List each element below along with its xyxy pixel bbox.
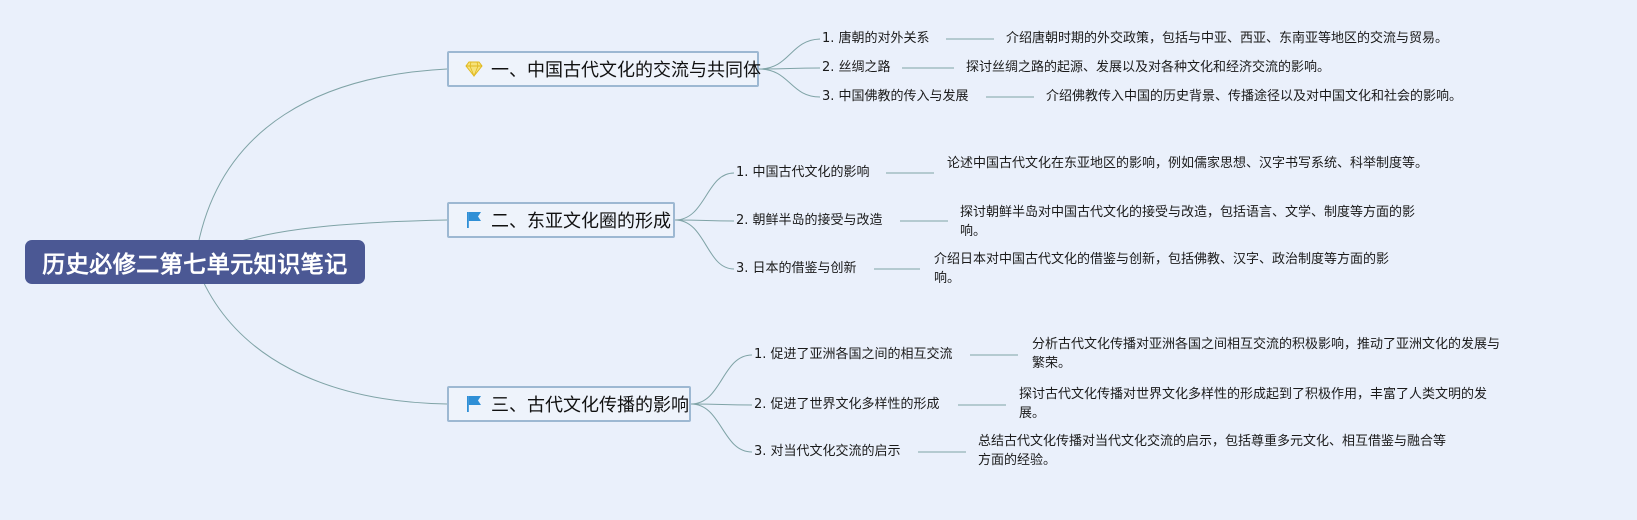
branch-label: 一、中国古代文化的交流与共同体 <box>491 60 761 81</box>
sub-item[interactable]: 2. 促进了世界文化多样性的形成 <box>754 397 940 412</box>
branch-1-child-3-connector <box>758 68 821 98</box>
branch-2-child-1-connector <box>674 172 735 221</box>
sub-item[interactable]: 1. 中国古代文化的影响 <box>736 165 870 180</box>
branch-3-child-2-connector <box>690 403 753 406</box>
sub-item[interactable]: 2. 朝鲜半岛的接受与改造 <box>736 213 883 228</box>
sub-item-description: 介绍日本对中国古代文化的借鉴与创新，包括佛教、汉字、政治制度等方面的影响。 <box>934 252 1390 286</box>
sub-item-description: 介绍唐朝时期的外交政策，包括与中亚、西亚、东南亚等地区的交流与贸易。 <box>1006 31 1449 46</box>
root-node[interactable]: 历史必修二第七单元知识笔记 <box>25 240 365 284</box>
sub-item[interactable]: 3. 对当代文化交流的启示 <box>754 444 901 459</box>
root-to-branch-3-connector <box>194 261 448 405</box>
sub-item-description: 总结古代文化传播对当代文化交流的启示，包括尊重多元文化、相互借鉴与融合等方面的经… <box>978 434 1447 468</box>
flag-icon <box>465 209 483 231</box>
sub-item-description: 探讨丝绸之路的起源、发展以及对各种文化和经济交流的影响。 <box>966 60 1331 75</box>
sub-item-description: 论述中国古代文化在东亚地区的影响，例如儒家思想、汉字书写系统、科举制度等。 <box>947 156 1429 171</box>
sub-item[interactable]: 3. 中国佛教的传入与发展 <box>822 89 969 104</box>
sub-item-description: 介绍佛教传入中国的历史背景、传播途径以及对中国文化和社会的影响。 <box>1046 89 1463 104</box>
flag-icon <box>465 393 483 415</box>
sub-item[interactable]: 2. 丝绸之路 <box>822 60 891 75</box>
sub-item-description: 探讨古代文化传播对世界文化多样性的形成起到了积极作用，丰富了人类文明的发展。 <box>1019 387 1488 421</box>
branch-3-child-3-connector <box>690 403 753 453</box>
root-title: 历史必修二第七单元知识笔记 <box>42 252 348 278</box>
sub-item-description: 探讨朝鲜半岛对中国古代文化的接受与改造，包括语言、文学、制度等方面的影响。 <box>960 205 1416 239</box>
sub-item[interactable]: 3. 日本的借鉴与创新 <box>736 261 857 276</box>
branch-node-1[interactable]: 一、中国古代文化的交流与共同体 <box>447 51 761 87</box>
sub-item[interactable]: 1. 唐朝的对外关系 <box>822 31 930 46</box>
branch-3-child-1-connector <box>690 354 753 405</box>
branch-1-child-2-connector <box>758 67 821 70</box>
branch-label: 三、古代文化传播的影响 <box>491 395 689 416</box>
branch-node-3[interactable]: 三、古代文化传播的影响 <box>447 386 691 422</box>
branch-2-child-3-connector <box>674 219 735 270</box>
sub-item[interactable]: 1. 促进了亚洲各国之间的相互交流 <box>754 347 953 362</box>
diamond-icon <box>465 58 483 80</box>
branch-node-2[interactable]: 二、东亚文化圈的形成 <box>447 202 675 238</box>
branch-1-child-1-connector <box>758 38 821 70</box>
root-to-branch-1-connector <box>194 68 448 263</box>
sub-item-description: 分析古代文化传播对亚洲各国之间相互交流的积极影响，推动了亚洲文化的发展与繁荣。 <box>1032 337 1501 371</box>
branch-label: 二、东亚文化圈的形成 <box>491 211 671 232</box>
branch-2-child-2-connector <box>674 219 735 222</box>
